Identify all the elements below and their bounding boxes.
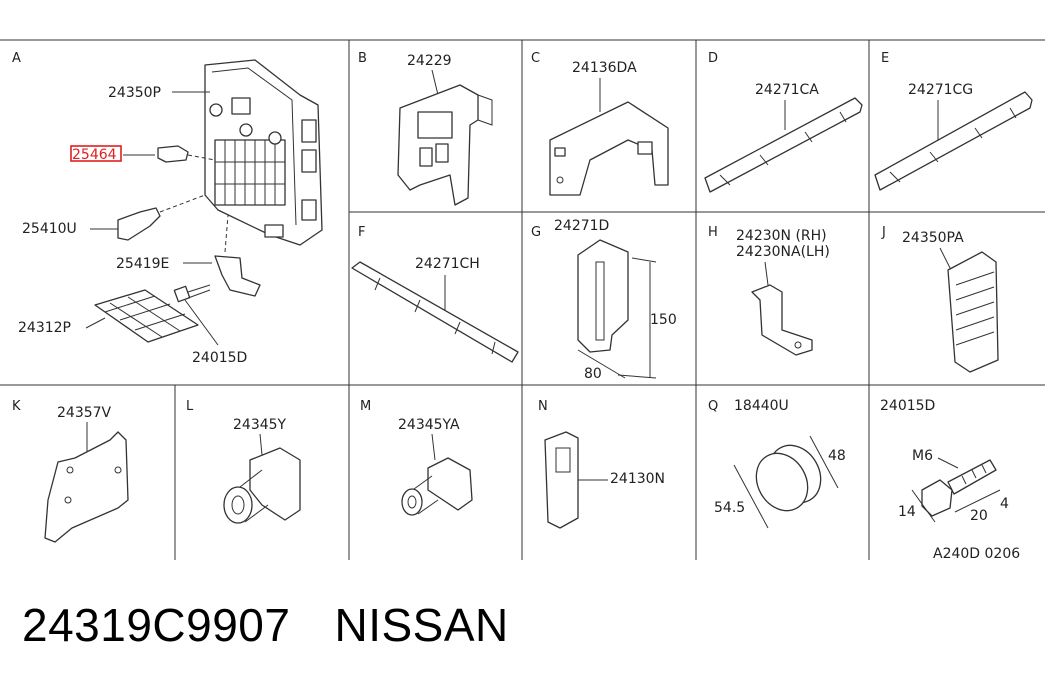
cell-g: G 24271D 150 80 [531,218,677,382]
grommet-q-illustration [755,444,822,512]
screw-illustration [173,284,211,303]
cover-illustration [94,289,199,343]
dimension-48: 48 [828,448,846,464]
part-label-18440U: 18440U [734,398,789,414]
cell-letter-j: J [881,225,886,240]
part-label-24015D-a: 24015D [192,350,247,366]
part-label-25410U: 25410U [22,221,77,237]
part-label-24271D: 24271D [554,218,609,234]
dimension-20: 20 [970,508,988,524]
clip-e-illustration [874,91,1033,191]
footer-caption: 24319C9907 NISSAN [22,598,509,652]
cell-letter-d: D [708,51,718,66]
part-label-24271CG: 24271CG [908,82,973,98]
dimension-54-5: 54.5 [714,500,745,516]
cell-letter-c: C [531,51,540,66]
part-label-24357V: 24357V [57,405,112,421]
dimension-4: 4 [1000,496,1009,512]
cell-j: J 24350PA [881,225,999,373]
part-label-24271CA: 24271CA [755,82,819,98]
cell-r: 24015D M6 14 20 4 [880,398,1009,524]
cell-h: H 24230N (RH) 24230NA(LH) [708,225,830,356]
part-label-25419E: 25419E [116,256,169,272]
part-label-24345YA: 24345YA [398,417,460,433]
mini-fuse-illustration [157,145,189,163]
cell-letter-e: E [881,51,889,66]
bracket-k-illustration [44,431,129,543]
bracket-illustration [214,255,261,297]
cell-letter-h: H [708,225,718,240]
part-label-24312P: 24312P [18,320,71,336]
dimension-80: 80 [584,366,602,382]
cell-f: F 24271CH [351,225,519,363]
clip-d-illustration [704,97,863,193]
cell-b: B 24229 [358,51,493,206]
cell-letter-m: M [360,399,371,414]
bracket-h-illustration [751,284,813,356]
cell-letter-g: G [531,225,541,240]
cell-m: M 24345YA [360,399,473,516]
part-label-24271CH: 24271CH [415,256,480,272]
cell-letter-l: L [186,399,194,414]
bolt-illustration [921,459,997,517]
part-label-24136DA: 24136DA [572,60,637,76]
part-label-24345Y: 24345Y [233,417,287,433]
cell-c: C 24136DA [531,51,669,196]
cell-letter-n: N [538,399,548,414]
cell-q: Q 18440U 48 54.5 [708,398,846,529]
part-label-24229: 24229 [407,53,452,69]
cell-l: L 24345Y [186,399,301,524]
brand-name: NISSAN [334,599,509,651]
connector-illustration [117,207,161,241]
part-label-24130N: 24130N [610,471,665,487]
cell-k: K 24357V [12,399,129,543]
fuse-block-j-illustration [947,251,999,373]
clip-f-illustration [351,261,519,363]
part-label-25464: 25464 [72,147,117,163]
cell-letter-q: Q [708,399,718,414]
part-label-24230NA-LH: 24230NA(LH) [736,244,830,260]
diagram-code: A240D 0206 [933,546,1020,562]
dimension-M6: M6 [912,448,933,464]
part-label-24350PA: 24350PA [902,230,964,246]
part-label-24230N-RH: 24230N (RH) [736,228,827,244]
cell-letter-a: A [12,51,21,66]
dimension-14: 14 [898,504,916,520]
cell-letter-k: K [12,399,21,414]
clip-g-illustration [577,239,629,353]
cell-letter-b: B [358,51,367,66]
part-label-24350P: 24350P [108,85,161,101]
highlight-box [70,145,122,162]
grommet-m-illustration [427,457,473,511]
part-number: 24319C9907 [22,599,291,651]
holder-n-illustration [544,431,579,529]
fuse-block-illustration [204,59,323,246]
grid-lines [0,39,1045,560]
cell-d: D 24271CA [704,51,863,193]
dimension-150: 150 [650,312,677,328]
part-label-24015D: 24015D [880,398,935,414]
cell-n: N 24130N [538,399,665,529]
cell-a: A 24350P 25464 [12,51,323,366]
grommet-l-illustration [249,447,301,521]
cell-letter-f: F [358,225,365,240]
cell-e: E 24271CG [874,51,1033,191]
